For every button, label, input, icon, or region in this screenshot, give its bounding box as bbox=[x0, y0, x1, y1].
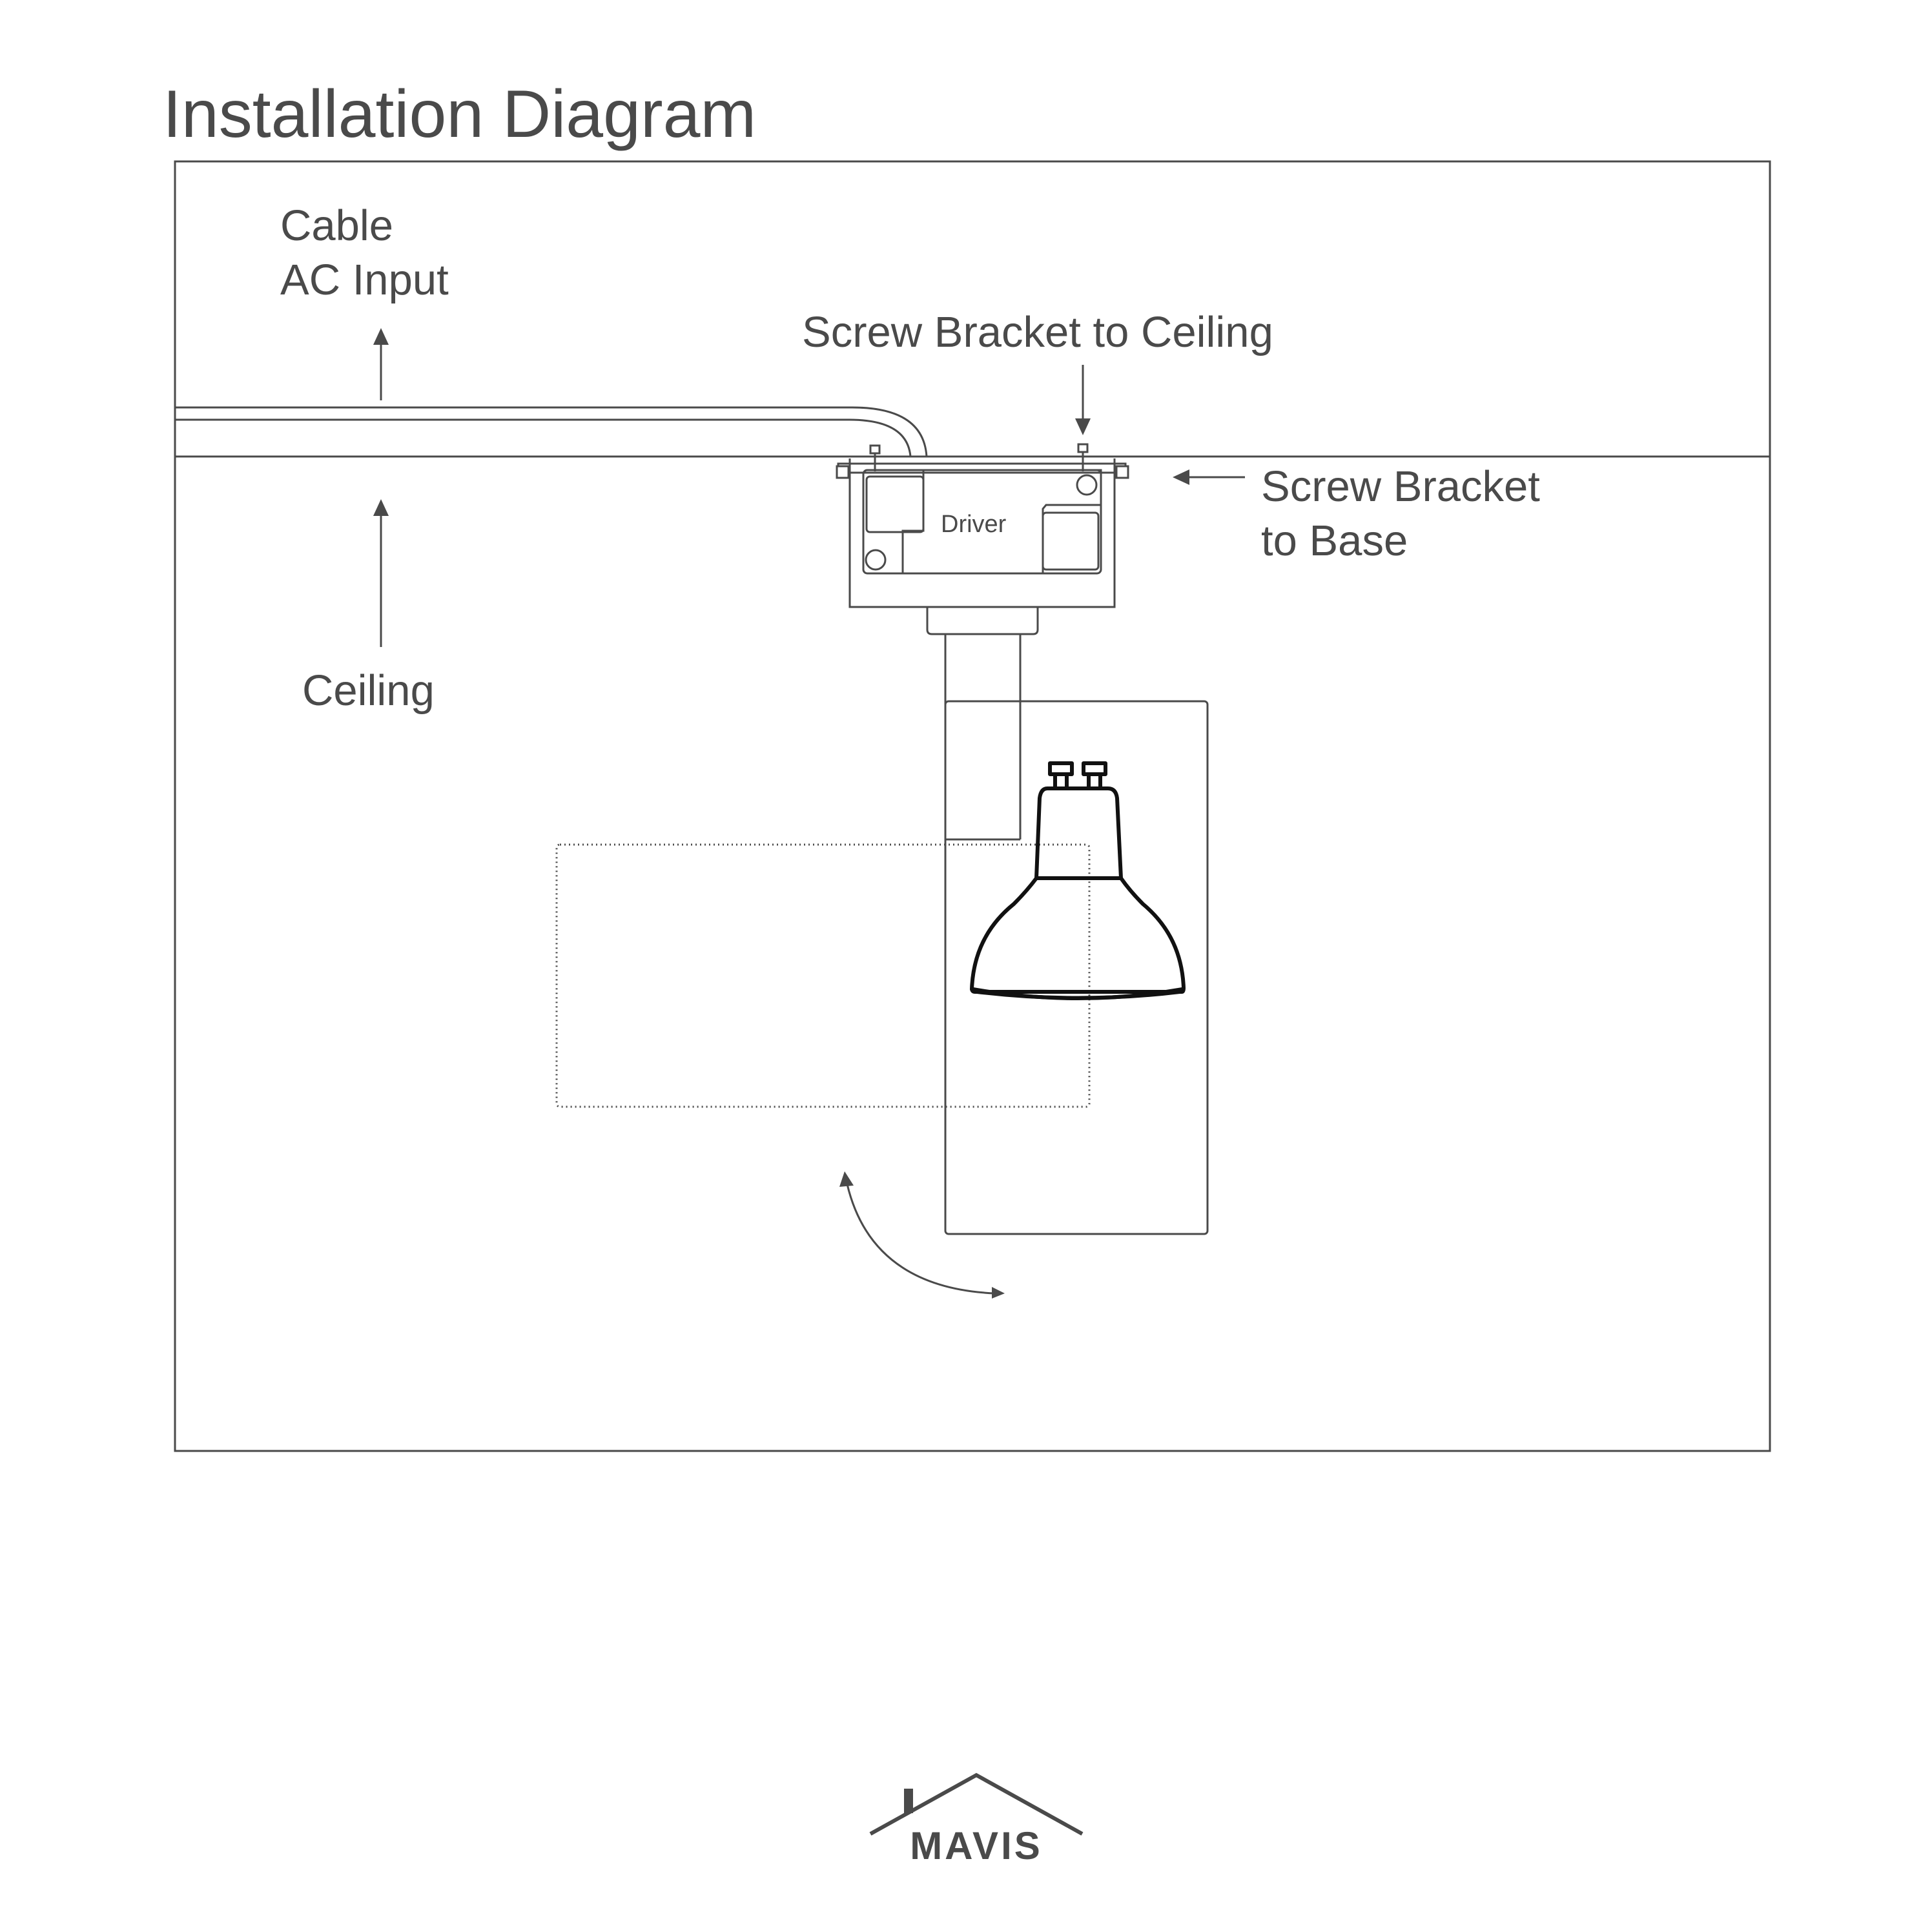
ac-input-cable bbox=[175, 406, 928, 457]
driver-label: Driver bbox=[941, 511, 1007, 538]
fixture-housing bbox=[944, 700, 1209, 1235]
fixture-stem bbox=[926, 607, 1039, 841]
logo-text: MAVIS bbox=[910, 1824, 1043, 1867]
screw-ceiling-arrow bbox=[1075, 365, 1091, 435]
page-title: Installation Diagram bbox=[163, 77, 756, 152]
cable-label: Cable bbox=[280, 201, 393, 250]
screw-bracket-base-label: Screw Bracket bbox=[1261, 462, 1540, 511]
cable-arrow bbox=[373, 328, 389, 400]
ceiling-label: Ceiling bbox=[302, 666, 435, 715]
to-base-label: to Base bbox=[1261, 517, 1408, 565]
ac-input-label: AC Input bbox=[280, 256, 449, 304]
ceiling-arrow bbox=[373, 499, 389, 647]
screw-bracket-ceiling-label: Screw Bracket to Ceiling bbox=[802, 308, 1273, 356]
rotated-position-outline bbox=[555, 843, 1091, 1108]
gu10-bulb-icon bbox=[970, 761, 1186, 1000]
driver-housing bbox=[836, 443, 1129, 608]
screw-base-arrow bbox=[1173, 469, 1245, 485]
diagram-frame bbox=[174, 160, 1771, 1452]
rotation-arrow bbox=[839, 1171, 1005, 1299]
mavis-logo: MAVIS bbox=[869, 1773, 1084, 1867]
